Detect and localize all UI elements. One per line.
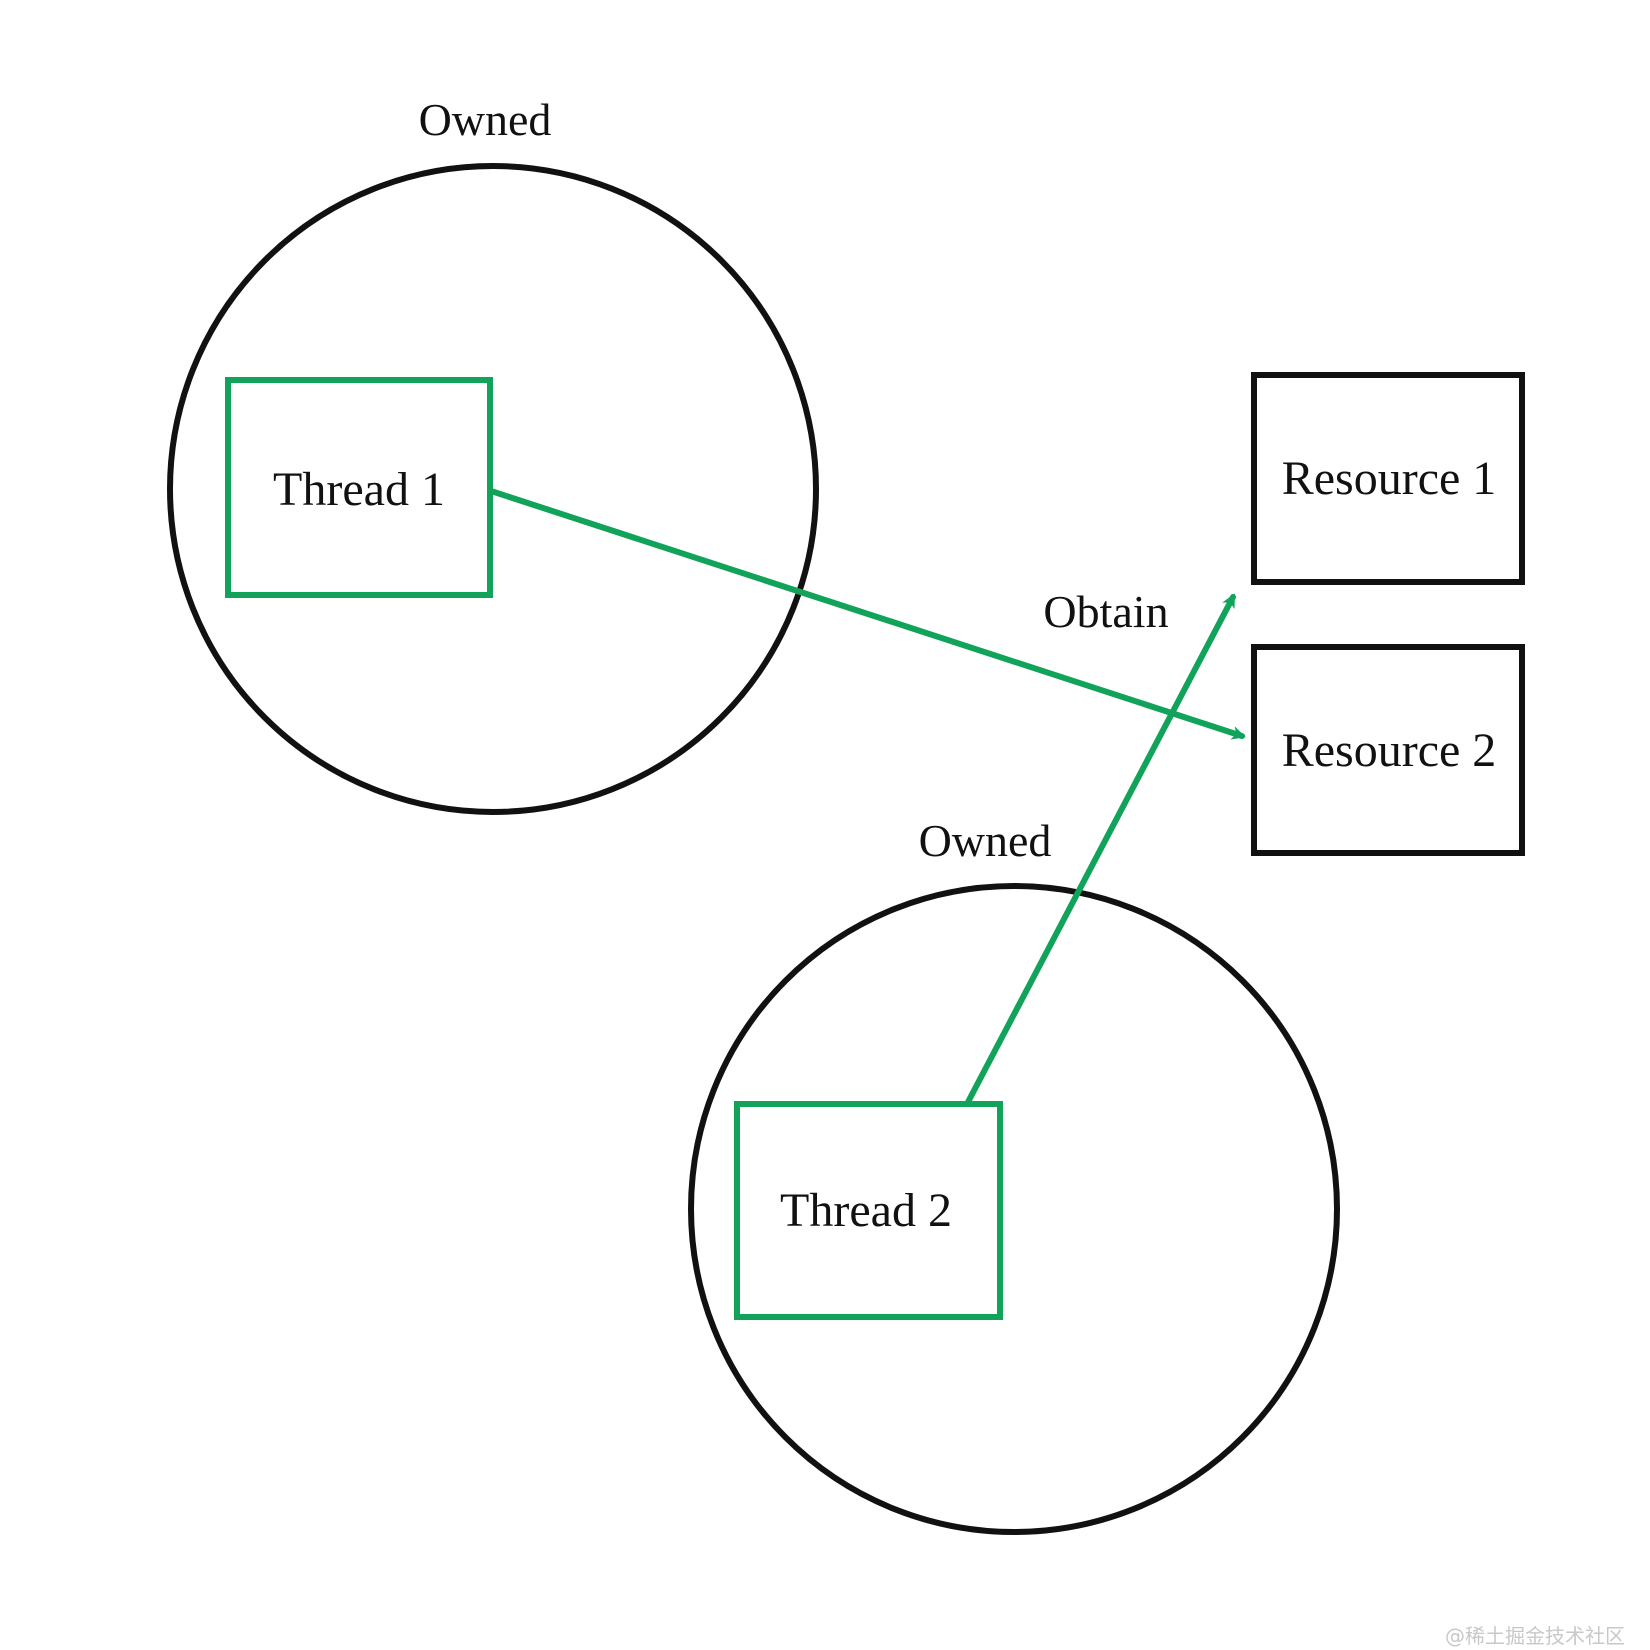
edge-thread1-to-resource2 [488, 488, 1246, 740]
owned-label-1: Owned [419, 94, 552, 145]
edge-thread2-to-resource1 [965, 593, 1236, 1105]
thread-2-box [734, 1101, 1003, 1320]
resource-2-label: Resource 2 [1282, 724, 1497, 777]
watermark: @稀土掘金技术社区 [1445, 1624, 1625, 1648]
resource-2-box [1251, 644, 1525, 856]
resource-1-box [1251, 372, 1525, 585]
obtain-edge-label: Obtain [1043, 586, 1168, 637]
thread-2-label: Thread 2 [780, 1184, 952, 1237]
resource-1-label: Resource 1 [1282, 452, 1497, 505]
owned-scope-circle-2 [688, 883, 1340, 1535]
owned-scope-circle-1 [167, 163, 819, 815]
owned-label-2: Owned [919, 815, 1052, 866]
thread-1-label: Thread 1 [273, 463, 445, 516]
thread-1-box [225, 377, 493, 598]
